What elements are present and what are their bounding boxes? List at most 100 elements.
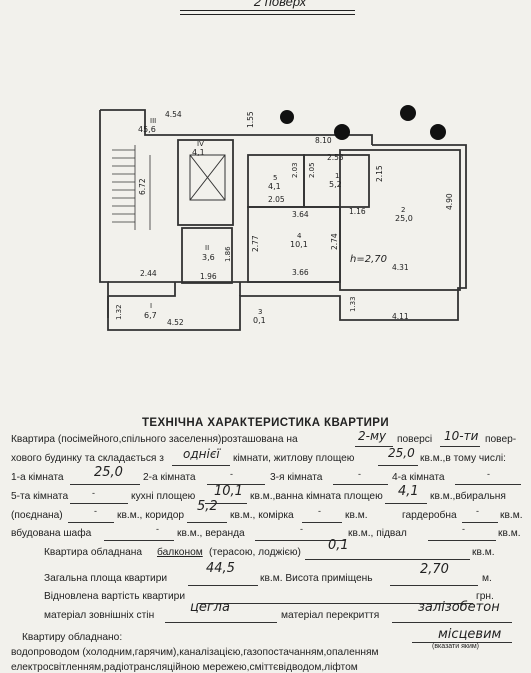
storage-value: - [318,506,321,516]
label-room-4: 4-а кімната [392,472,445,483]
ceiling-height-note: h=2,70 [350,254,387,265]
label-kitchen: кухні площею [131,491,196,502]
heating-note: (вказати яким) [432,643,479,650]
dim: 2.77 [251,235,260,252]
room-num-1: 1 [335,172,339,180]
floor-material-value: залізобетон [418,600,500,615]
balcony-area-value: 0,1 [328,538,349,553]
basement-value: - [462,524,465,534]
room-area-3: 0,1 [253,316,266,325]
dim: 4.11 [392,312,409,321]
total-floors-value: 10-ти [444,429,479,443]
room-1-value: 25,0 [94,465,123,480]
balcony-label: балконом [157,547,203,558]
label-combined: (поєднана) [11,510,63,521]
label-equipped: Квартира обладнана [44,547,143,558]
heating-type-value: місцевим [438,627,502,642]
room-area-1: 5,2 [329,180,342,189]
room-2-value: - [230,469,233,479]
height-value: 2,70 [420,562,449,577]
total-area-value: 44,5 [206,561,235,576]
label-building: хового будинку та складається з [11,453,164,464]
dim: 2.05 [308,162,316,178]
room-num-2: 2 [401,206,405,214]
doc-title: ТЕХНІЧНА ХАРАКТЕРИСТИКА КВАРТИРИ [141,417,390,429]
dim: 2.74 [330,233,339,250]
label-height: кв.м. Висота приміщень [260,573,373,584]
room-area-i: 6,7 [144,311,157,320]
room-area-2: 25,0 [395,214,413,223]
dim: 2.15 [375,165,384,182]
room-3-value: - [358,469,361,479]
label-veranda: кв.м., веранда [177,528,245,539]
rooms-count-value: однієї [183,447,220,461]
label-poversi: поверсі [397,434,433,445]
wardrobe-value: - [476,506,479,516]
dim: 2.53 [327,153,344,162]
dim: 2.03 [291,162,299,178]
floor-header: 2 поверх [253,0,307,9]
room-4-value: - [487,469,490,479]
vent-markers [280,105,446,140]
dim: 1.86 [224,246,232,262]
label-bathroom: кв.м.,ванна кімната площею [250,491,383,502]
label-kvm-4: кв.м. [472,547,495,558]
room-5-value: - [92,488,95,498]
wall-material-value: цегла [190,600,230,615]
room-num-4: 4 [297,232,302,240]
label-m: м. [482,573,492,584]
label-pover: повер- [485,434,517,445]
label-corridor: кв.м., коридор [117,510,185,521]
label-wardrobe: гардеробна [402,510,457,521]
room-num-ii: II [205,244,209,252]
dim: 1.33 [349,296,357,312]
label-closet: вбудована шафа [11,528,92,539]
room-area-4: 10,1 [290,240,308,249]
label-including: кв.м.,в тому числі: [420,453,506,464]
living-area-value: 25,0 [388,446,415,460]
dim: 4.31 [392,263,409,272]
utilities-line-2: електросвітленням,радіотрансляційною мер… [11,662,358,673]
room-area-iv: 4,1 [192,148,205,157]
dim: 1.16 [349,207,366,216]
label-floor-material: матеріал перекриття [281,610,380,621]
room-num-3: 3 [258,308,262,316]
stairs [112,145,151,230]
kitchen-value: 10,1 [214,484,243,499]
dim: 1.96 [200,272,217,281]
room-num-i: I [150,302,152,310]
label-toilet: кв.м.,вбиральня [430,491,506,502]
dim: 2.05 [268,195,285,204]
label-room-1: 1-а кімната [11,472,64,483]
row-location: Квартира (посімейного,спільного заселенн… [11,434,298,445]
room-num-5: 5 [273,174,277,182]
label-wall-material: матеріал зовнішніх стін [44,610,155,621]
dim: 2.44 [140,269,157,278]
floor-value: 2-му [358,429,387,443]
room-num-iv: IV [197,140,204,148]
dim: 4.52 [167,318,184,327]
label-total-area: Загальна площа квартири [44,573,168,584]
label-kvm-3: кв.м. [498,528,521,539]
dim: 3.64 [292,210,309,219]
label-room-5: 5-та кімната [11,491,69,502]
room-area-iii: 45,6 [138,125,156,134]
dim: 1.32 [115,304,123,320]
floor-plan: III 45,6 IV 4,1 5 4,1 1 5,2 2 25,0 II 3,… [99,105,467,331]
dim: 4.54 [165,110,182,119]
dim: 4.90 [445,193,454,210]
label-equipment: Квартиру обладнано: [22,632,123,643]
room-num-iii: III [150,117,156,125]
dim: 8.10 [315,136,332,145]
dim: 6.72 [138,178,147,195]
closet-value: - [156,524,159,534]
elevator-shaft [189,154,226,201]
header-underline-2 [180,14,355,15]
veranda-value: - [300,524,303,534]
label-kvm: кв.м. [345,510,368,521]
dim: 1.55 [246,111,255,128]
label-uah: грн. [476,591,494,602]
label-room-2: 2-а кімната [143,472,196,483]
label-living-area: кімнати, житлову площею [233,453,355,464]
corridor-value: 5,2 [197,499,218,514]
